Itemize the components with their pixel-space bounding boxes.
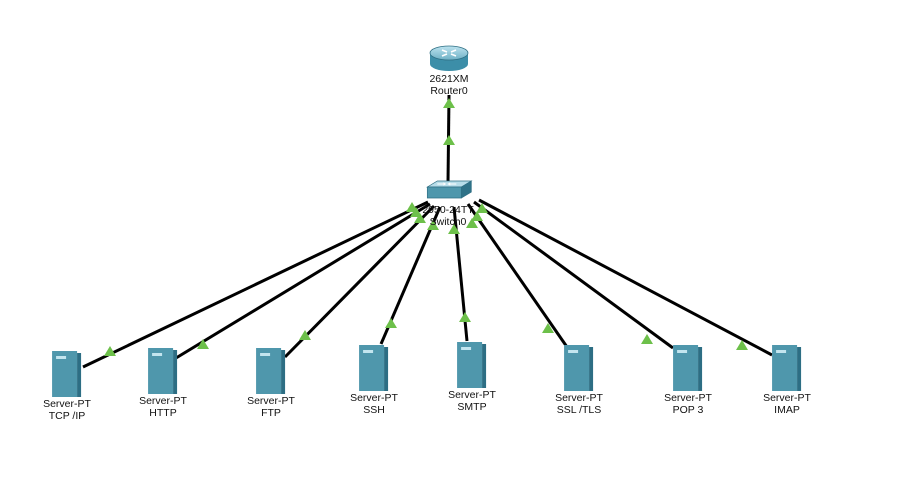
link-up-icon [104, 346, 116, 356]
router-model-label: 2621XM [429, 73, 469, 85]
link-up-icon [410, 207, 422, 217]
server-model-label: Server-PT [43, 398, 91, 410]
server-device-smtp[interactable]: Server-PT SMTP [448, 341, 496, 413]
server-name-label: FTP [261, 407, 281, 419]
server-device-tcp-ip[interactable]: Server-PT TCP /IP [43, 350, 91, 422]
server-name-label: POP 3 [672, 404, 704, 416]
switch-name-label: Switch0 [429, 216, 467, 228]
link-up-icon [427, 220, 439, 230]
server-device-imap[interactable]: Server-PT IMAP [763, 344, 811, 416]
server-device-ftp[interactable]: Server-PT FTP [247, 347, 295, 419]
link-up-icon [471, 211, 483, 221]
server-icon [457, 342, 487, 388]
link-switch-imap[interactable] [478, 198, 773, 357]
link-up-icon [443, 135, 455, 145]
switch-model-label: 2950-24TT [422, 204, 474, 216]
link-status-indicators [104, 98, 748, 356]
server-device-ssh[interactable]: Server-PT SSH [350, 344, 398, 416]
server-model-label: Server-PT [555, 392, 603, 404]
server-icon [148, 348, 178, 394]
server-model-label: Server-PT [763, 392, 811, 404]
server-name-label: TCP /IP [48, 410, 86, 422]
server-icon [256, 348, 286, 394]
link-switch-ssl-tls[interactable] [466, 203, 569, 348]
server-device-http[interactable]: Server-PT HTTP [139, 347, 187, 419]
router-device[interactable]: 2621XM Router0 [428, 43, 470, 97]
link-up-icon [197, 339, 209, 349]
server-model-label: Server-PT [664, 392, 712, 404]
link-up-icon [459, 312, 471, 322]
link-up-icon [476, 203, 488, 213]
link-up-icon [385, 318, 397, 328]
link-up-icon [542, 323, 554, 333]
link-up-icon [299, 330, 311, 340]
server-icon [564, 345, 594, 391]
server-name-label: SSL /TLS [556, 404, 602, 416]
server-model-label: Server-PT [448, 389, 496, 401]
link-switch-http[interactable] [175, 202, 431, 360]
server-model-label: Server-PT [139, 395, 187, 407]
link-switch-pop3[interactable] [473, 200, 674, 350]
server-name-label: SSH [363, 404, 385, 416]
link-up-icon [736, 340, 748, 350]
link-up-icon [448, 224, 460, 234]
server-icon [359, 345, 389, 391]
server-model-label: Server-PT [247, 395, 295, 407]
server-icon [52, 351, 82, 397]
server-icon [673, 345, 703, 391]
router-name-label: Router0 [430, 85, 468, 97]
switch-device[interactable]: 2950-24TT Switch0 [422, 180, 474, 228]
server-name-label: IMAP [774, 404, 800, 416]
switch-icon [425, 180, 473, 199]
link-up-icon [641, 334, 653, 344]
server-name-label: SMTP [457, 401, 487, 413]
server-device-pop3[interactable]: Server-PT POP 3 [664, 344, 712, 416]
server-device-ssl-tls[interactable]: Server-PT SSL /TLS [555, 344, 603, 416]
server-name-label: HTTP [149, 407, 177, 419]
link-switch-ftp[interactable] [283, 204, 436, 359]
router-icon [429, 45, 469, 71]
server-model-label: Server-PT [350, 392, 398, 404]
link-switch-tcp-ip[interactable] [82, 200, 429, 369]
link-up-icon [443, 98, 455, 108]
link-up-icon [466, 218, 478, 228]
server-icon [772, 345, 802, 391]
link-up-icon [414, 213, 426, 223]
